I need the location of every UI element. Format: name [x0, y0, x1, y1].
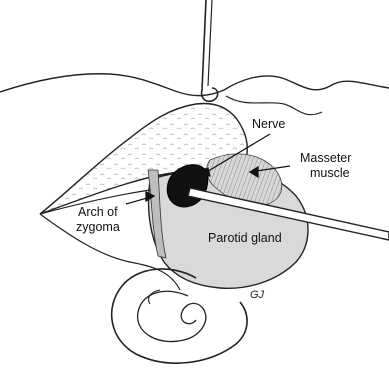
- label-masseter-line1: Masseter: [300, 151, 351, 165]
- label-arch-line1: Arch of: [78, 205, 118, 219]
- label-nerve: Nerve: [252, 117, 285, 131]
- temple-contour: [226, 96, 322, 115]
- head-outline: [0, 74, 389, 96]
- retractor-hook-second: [208, 0, 212, 86]
- artist-signature: GJ: [250, 289, 265, 301]
- ear-inner: [138, 291, 206, 341]
- label-parotid-gland: Parotid gland: [208, 231, 282, 245]
- label-arch-line2: zygoma: [76, 220, 120, 234]
- label-masseter-line2: muscle: [310, 166, 350, 180]
